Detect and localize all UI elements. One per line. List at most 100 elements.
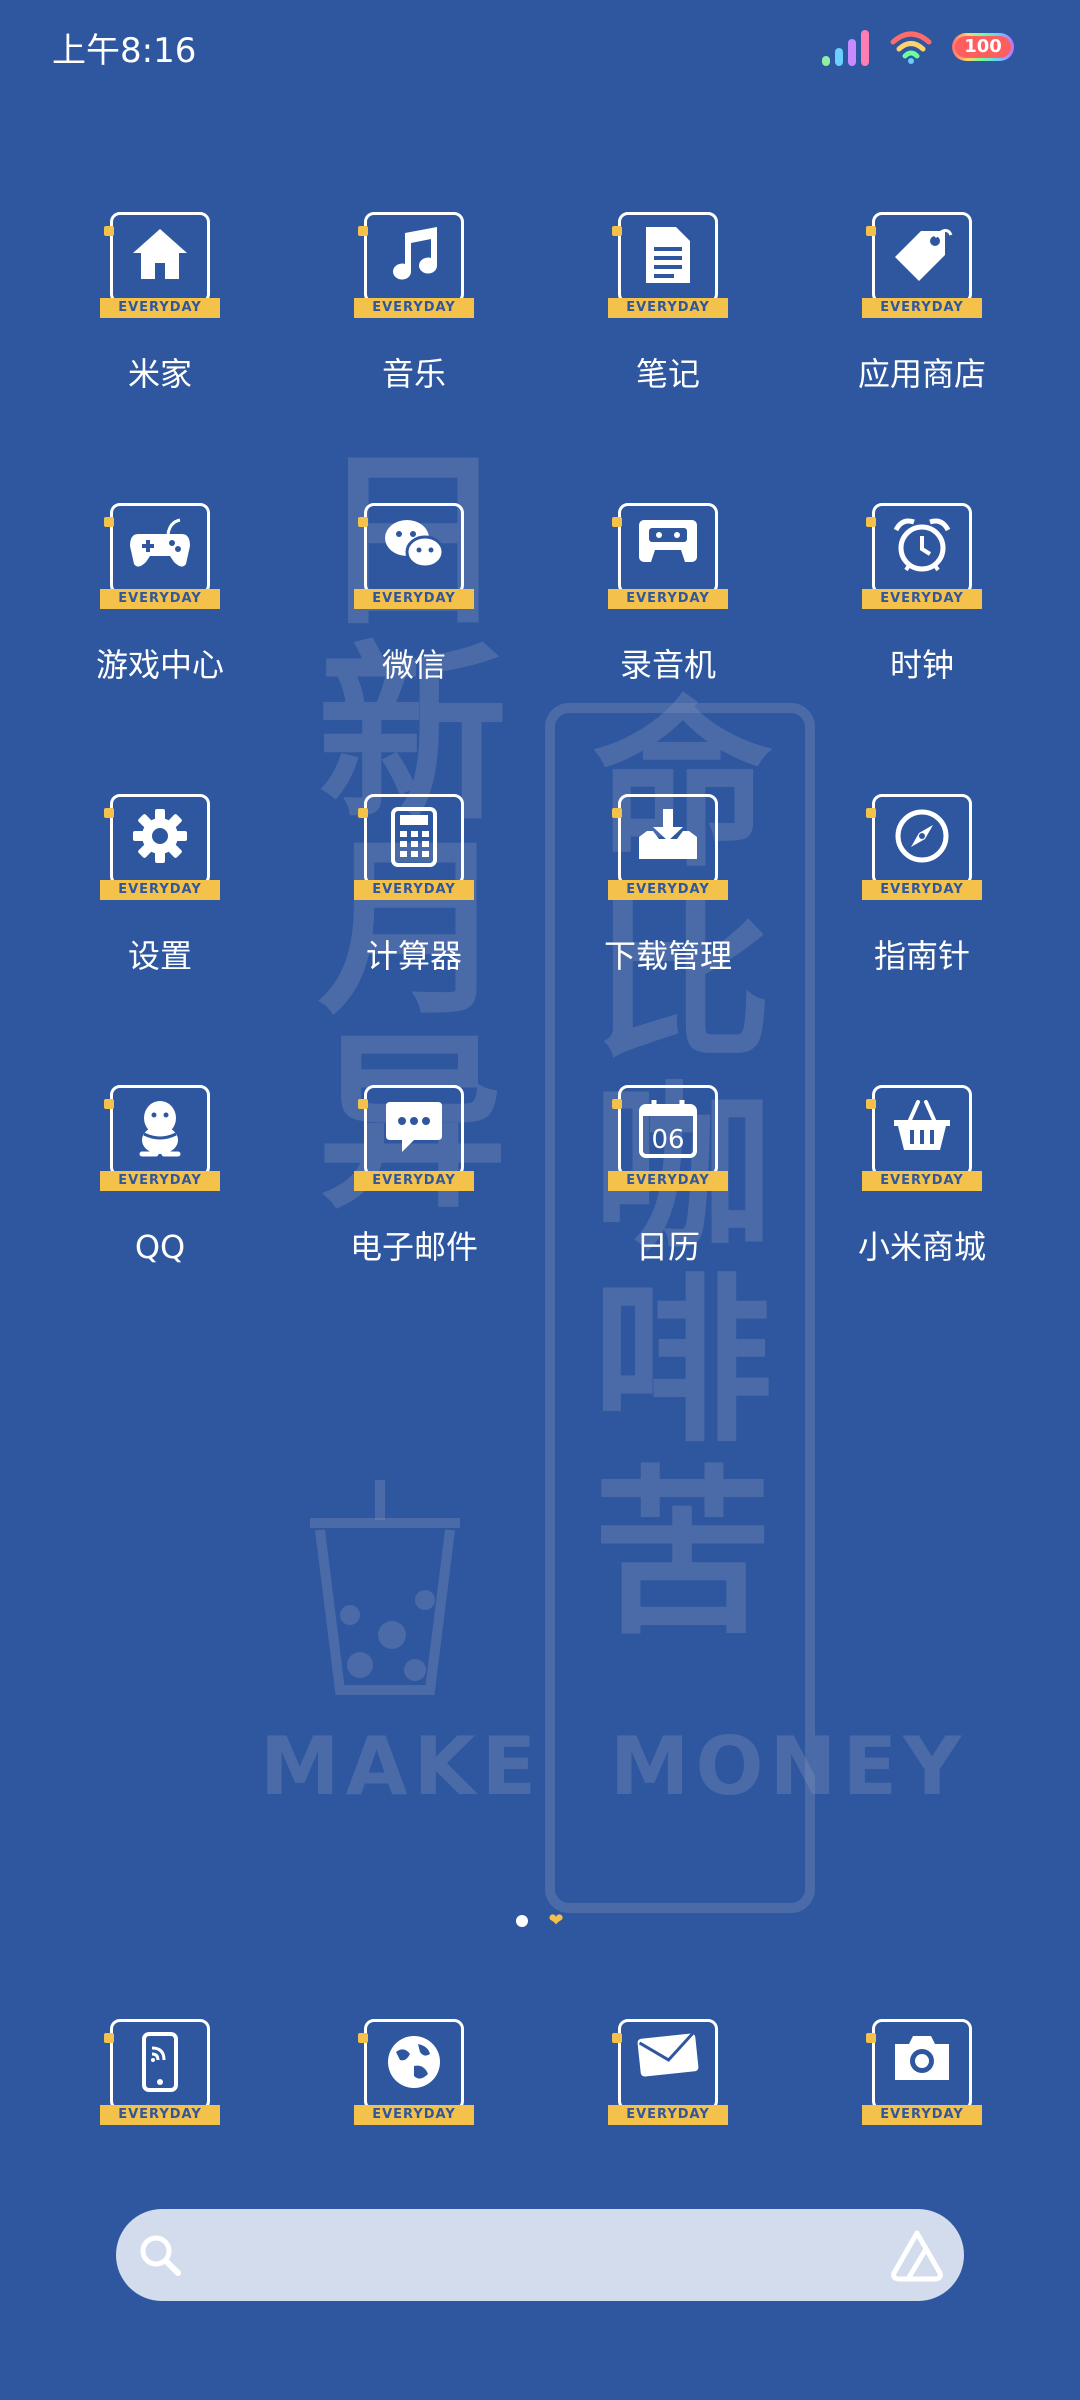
ribbon-text: EVERYDAY — [608, 298, 728, 318]
message-bubble-icon — [384, 1098, 444, 1154]
camera-icon — [891, 2032, 953, 2084]
dock-messages[interactable]: EVERYDAY — [541, 2012, 795, 2129]
app-label: 小米商城 — [857, 1228, 986, 1266]
app-icon: EVERYDAY — [100, 212, 220, 322]
compass-icon — [893, 807, 951, 865]
page-dot[interactable] — [516, 1915, 529, 1927]
ribbon-text: EVERYDAY — [862, 298, 982, 318]
app-label: 音乐 — [381, 355, 446, 393]
ribbon-text: EVERYDAY — [862, 2105, 982, 2125]
app-label: 米家 — [127, 355, 192, 393]
app-icon: EVERYDAY — [100, 794, 220, 904]
search-input[interactable] — [196, 2227, 860, 2285]
app-icon: EVERYDAY — [354, 794, 474, 904]
chat-bubbles-icon — [383, 516, 445, 572]
home-app-grid: EVERYDAY 米家 EVERYDAY 音乐 — [0, 205, 1080, 1369]
calendar-icon: 06 — [638, 1098, 698, 1158]
app-email[interactable]: EVERYDAY 电子邮件 — [287, 1078, 541, 1369]
ribbon-text: EVERYDAY — [354, 1171, 474, 1191]
app-recorder[interactable]: EVERYDAY 录音机 — [541, 496, 795, 787]
battery-level: 100 — [955, 36, 1011, 58]
app-mijia[interactable]: EVERYDAY 米家 — [33, 205, 287, 496]
cassette-icon — [637, 516, 699, 566]
search-icon[interactable] — [136, 2231, 184, 2283]
home-icon — [129, 225, 191, 283]
app-icon: EVERYDAY — [100, 2019, 220, 2129]
penguin-icon — [134, 1098, 186, 1158]
cellular-signal-icon — [822, 28, 870, 66]
app-icon: EVERYDAY — [354, 212, 474, 322]
ribbon-text: EVERYDAY — [354, 2105, 474, 2125]
music-note-icon — [385, 225, 443, 283]
status-time: 上午8:16 — [52, 31, 197, 71]
status-bar: 上午8:16 100 — [0, 0, 1080, 110]
app-label: QQ — [134, 1228, 186, 1266]
app-label: 电子邮件 — [349, 1228, 478, 1266]
phone-icon — [140, 2032, 180, 2092]
search-bar[interactable] — [116, 2209, 964, 2301]
dock: EVERYDAY EVERYDAY EVERYDAY — [33, 2012, 1049, 2129]
app-icon: EVERYDAY — [862, 212, 982, 322]
gamepad-icon — [128, 516, 192, 572]
app-label: 指南针 — [873, 937, 970, 975]
app-icon: EVERYDAY — [608, 2019, 728, 2129]
ribbon-text: EVERYDAY — [862, 1171, 982, 1191]
app-icon: EVERYDAY — [608, 503, 728, 613]
voice-assistant-icon[interactable] — [888, 2227, 946, 2289]
battery-icon: 100 — [952, 33, 1014, 61]
app-app-store[interactable]: EVERYDAY 应用商店 — [795, 205, 1049, 496]
status-icons: 100 — [822, 28, 1014, 66]
app-icon: EVERYDAY — [608, 212, 728, 322]
app-icon: EVERYDAY — [862, 794, 982, 904]
ribbon-text: EVERYDAY — [608, 880, 728, 900]
app-wechat[interactable]: EVERYDAY 微信 — [287, 496, 541, 787]
app-label: 设置 — [127, 937, 192, 975]
dock-browser[interactable]: EVERYDAY — [287, 2012, 541, 2129]
app-music[interactable]: EVERYDAY 音乐 — [287, 205, 541, 496]
app-compass[interactable]: EVERYDAY 指南针 — [795, 787, 1049, 1078]
tag-icon — [891, 225, 953, 285]
app-icon: EVERYDAY — [862, 1085, 982, 1195]
app-qq[interactable]: EVERYDAY QQ — [33, 1078, 287, 1369]
dock-camera[interactable]: EVERYDAY — [795, 2012, 1049, 2129]
heart-page-indicator-icon[interactable]: ❤ — [548, 1910, 564, 1931]
ribbon-text: EVERYDAY — [100, 2105, 220, 2125]
ribbon-text: EVERYDAY — [100, 880, 220, 900]
app-label: 应用商店 — [857, 355, 986, 393]
app-calculator[interactable]: EVERYDAY 计算器 — [287, 787, 541, 1078]
ribbon-text: EVERYDAY — [100, 298, 220, 318]
browser-globe-icon — [384, 2032, 444, 2092]
document-icon — [644, 225, 692, 285]
app-label: 笔记 — [635, 355, 700, 393]
wallpaper-tagline: MAKE MONEY — [260, 1720, 968, 1813]
app-label: 游戏中心 — [95, 646, 224, 684]
app-mi-store[interactable]: EVERYDAY 小米商城 — [795, 1078, 1049, 1369]
app-icon: 06 EVERYDAY — [608, 1085, 728, 1195]
ribbon-text: EVERYDAY — [608, 2105, 728, 2125]
app-notes[interactable]: EVERYDAY 笔记 — [541, 205, 795, 496]
app-label: 时钟 — [889, 646, 954, 684]
app-calendar[interactable]: 06 EVERYDAY 日历 — [541, 1078, 795, 1369]
ribbon-text: EVERYDAY — [862, 880, 982, 900]
app-clock[interactable]: EVERYDAY 时钟 — [795, 496, 1049, 787]
dock-phone[interactable]: EVERYDAY — [33, 2012, 287, 2129]
ribbon-text: EVERYDAY — [100, 589, 220, 609]
app-settings[interactable]: EVERYDAY 设置 — [33, 787, 287, 1078]
page-indicator[interactable]: ❤ — [0, 1912, 1080, 1930]
ribbon-text: EVERYDAY — [608, 1171, 728, 1191]
envelope-icon — [637, 2032, 699, 2078]
calendar-day: 06 — [651, 1125, 684, 1155]
app-icon: EVERYDAY — [100, 503, 220, 613]
app-row: EVERYDAY 设置 EVERYDAY 计算器 — [0, 787, 1080, 1078]
app-label: 计算器 — [365, 937, 462, 975]
app-label: 微信 — [381, 646, 446, 684]
app-icon: EVERYDAY — [354, 503, 474, 613]
app-game-center[interactable]: EVERYDAY 游戏中心 — [33, 496, 287, 787]
ribbon-text: EVERYDAY — [354, 589, 474, 609]
ribbon-text: EVERYDAY — [354, 880, 474, 900]
gear-icon — [131, 807, 189, 865]
calculator-icon — [391, 807, 437, 867]
app-icon: EVERYDAY — [354, 2019, 474, 2129]
app-icon: EVERYDAY — [862, 2019, 982, 2129]
app-downloads[interactable]: EVERYDAY 下载管理 — [541, 787, 795, 1078]
